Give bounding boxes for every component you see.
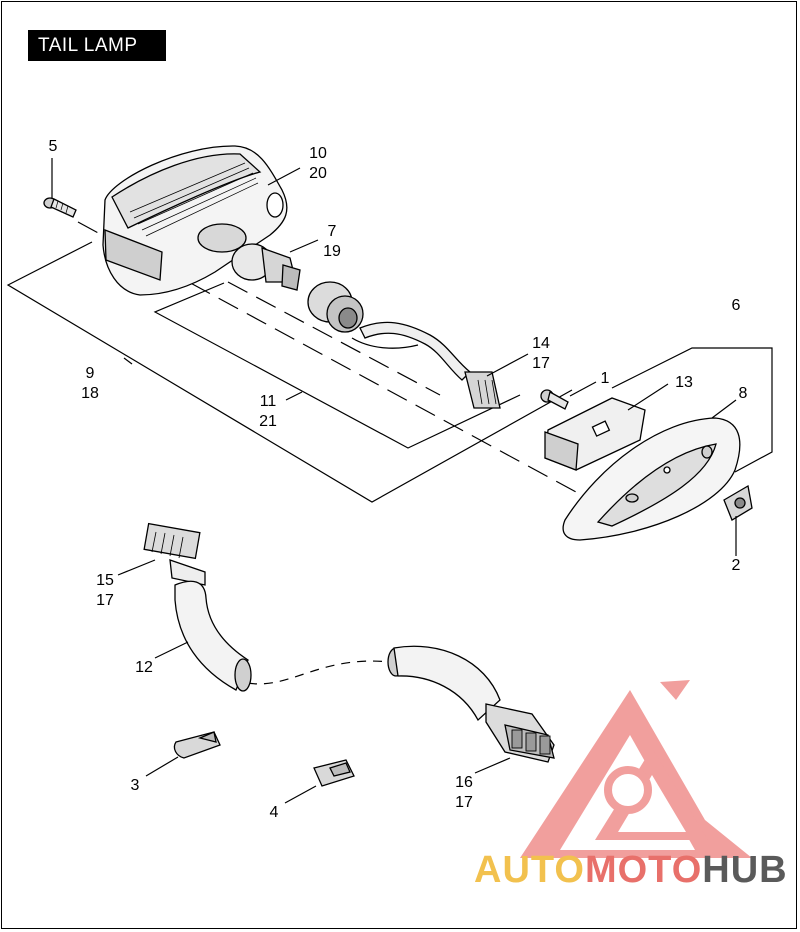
leader-lines (51, 158, 737, 804)
diagram-title: TAIL LAMP (28, 30, 166, 61)
nut-clip-2 (723, 484, 753, 521)
callout-3: 3 (131, 777, 140, 794)
socket-harness (307, 281, 501, 409)
callout-5: 5 (49, 138, 58, 155)
callout-4: 4 (270, 804, 279, 821)
callout-13: 13 (675, 374, 693, 391)
connector-16 (485, 703, 555, 763)
callout-1: 1 (601, 370, 610, 387)
clip-3 (173, 731, 221, 759)
callout-12: 12 (135, 659, 153, 676)
circuit-module (544, 397, 646, 471)
screw-1 (540, 389, 569, 410)
watermark-text: AUTOMOTOHUB (474, 849, 788, 891)
clip-4 (313, 759, 355, 787)
callout-8: 8 (739, 385, 748, 402)
callout-2: 2 (732, 557, 741, 574)
screw-5 (43, 197, 77, 218)
watermark-logo (520, 680, 752, 858)
wire-harness (143, 522, 501, 722)
bracket-lines (6, 241, 773, 503)
bulb (231, 243, 301, 291)
tail-lamp-lens (562, 417, 741, 541)
lamp-housing (102, 145, 288, 296)
callout-6: 6 (732, 297, 741, 314)
